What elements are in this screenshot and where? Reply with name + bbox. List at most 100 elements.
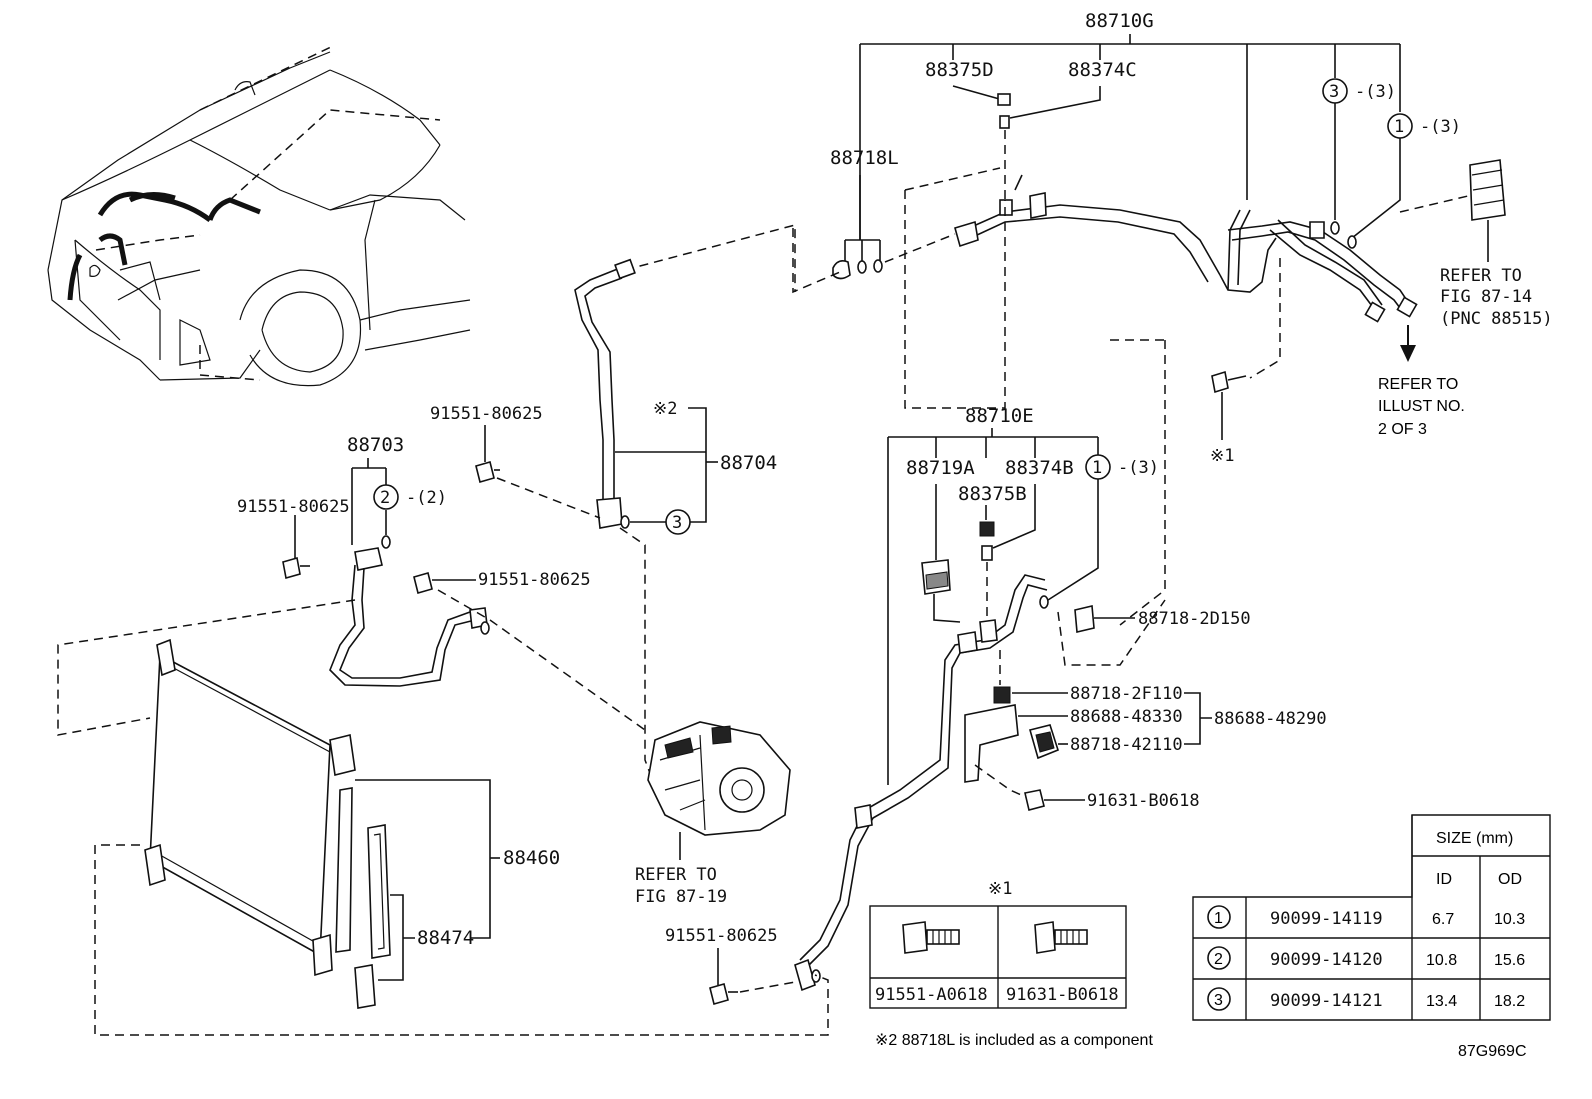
label-88374C: 88374C: [1068, 59, 1137, 81]
compressor: REFER TO FIG 87-19: [635, 721, 791, 907]
bolt-note1: [1211, 370, 1229, 394]
pipe-end-right-b: [1364, 301, 1386, 323]
o-ring-3-mid: [620, 515, 630, 529]
size-table-row: 3 90099-14121 13.4 18.2: [1207, 987, 1525, 1011]
ring-1-top-number: 1: [1394, 117, 1404, 137]
size-row-ref: 1: [1214, 910, 1223, 927]
clamp-88710E: [854, 804, 873, 829]
size-row-id: 10.8: [1426, 952, 1457, 969]
bracket-88710E-a: [957, 631, 978, 654]
size-row-part: 90099-14121: [1270, 991, 1383, 1011]
o-ring-small-a: [857, 260, 867, 274]
cap-88375B: [979, 521, 995, 537]
cap-plug-88474: [354, 964, 376, 1009]
ring-3-top-qty: -(3): [1355, 82, 1396, 102]
label-88688-48330: 88688-48330: [1070, 707, 1183, 727]
bolt-icon-a: [902, 921, 960, 954]
receiver-tank: [335, 787, 353, 953]
bracket-88688-48330: [964, 704, 1019, 783]
bracket-88710G: [1029, 192, 1047, 219]
label-91551-80625-b: 91551-80625: [237, 497, 350, 517]
bolt-91631-B0618: [1024, 789, 1045, 811]
clip-88718-2F110: [993, 686, 1011, 704]
figure-code: 87G969C: [1458, 1043, 1527, 1060]
clip-88718-2D150: [1074, 605, 1095, 633]
label-91551-80625-c: 91551-80625: [478, 570, 591, 590]
cap-88375D: [997, 93, 1011, 106]
o-ring-88703: [480, 621, 490, 635]
hose-88704: ※2 88704 3 91551-80625: [430, 224, 796, 801]
footnote: ※2 88718L is included as a component: [875, 1032, 1153, 1049]
arrow-down-icon: [1400, 345, 1416, 362]
hose-end-88703-top: [354, 547, 383, 571]
note2-mark: ※2: [653, 399, 677, 419]
hose-end-88704-top: [614, 258, 636, 280]
label-88703: 88703: [347, 434, 404, 456]
size-table-row: 1 90099-14119 6.7 10.3: [1207, 905, 1525, 929]
label-88710G: 88710G: [1085, 10, 1154, 32]
refer-fig-87-14-line1: REFER TO: [1440, 266, 1522, 286]
bolt-91551-80625-b: [282, 556, 301, 580]
o-ring-3-top: [1330, 221, 1340, 235]
label-91631-B0618: 91631-B0618: [1087, 791, 1200, 811]
refer-fig-87-19-line2: FIG 87-19: [635, 887, 727, 907]
condenser-core: [149, 653, 331, 957]
size-table-row: 2 90099-14120 10.8 15.6: [1207, 946, 1525, 970]
label-88460: 88460: [503, 847, 560, 869]
ring-callout-2: [373, 484, 399, 510]
label-88718-42110: 88718-42110: [1070, 735, 1183, 755]
label-88688-48290: 88688-48290: [1214, 709, 1327, 729]
size-table-col-id: ID: [1436, 871, 1452, 888]
pipe-end-88710E: [794, 958, 816, 992]
label-88719A: 88719A: [906, 457, 975, 479]
size-table-col-od: OD: [1498, 871, 1522, 888]
refer-fig-87-19-line1: REFER TO: [635, 865, 717, 885]
label-88375D: 88375D: [925, 59, 994, 81]
refer-fig-87-14-line2: FIG 87-14: [1440, 287, 1532, 307]
ring-1-mid-qty: -(3): [1118, 458, 1159, 478]
refer-illust-line3: 2 OF 3: [1378, 421, 1427, 438]
refer-illust-line1: REFER TO: [1378, 376, 1458, 393]
ring-1-mid-number: 1: [1092, 458, 1102, 478]
hose-88703: 88703 2 -(2) 91551-80625 91551-80625: [57, 434, 646, 736]
refer-illust-line2: ILLUST NO.: [1378, 398, 1465, 415]
size-row-id: 6.7: [1432, 911, 1454, 928]
label-88718-2D150: 88718-2D150: [1138, 609, 1251, 629]
ring-2-number: 2: [380, 488, 390, 508]
o-ring-1-top: [1347, 235, 1357, 249]
ring-3-top-number: 3: [1329, 82, 1339, 102]
label-88704: 88704: [720, 452, 777, 474]
pipe-end-right-a: [1396, 296, 1418, 318]
o-ring-size-table: SIZE (mm) ID OD 1 90099-14119 6.7 10.3 2…: [1192, 814, 1551, 1021]
o-ring-2: [381, 535, 391, 549]
desiccant-88474: [367, 824, 391, 959]
assembly-88710G: 88710G 88375D 88374C 88718L: [792, 10, 1553, 626]
hose-end-88704-bottom: [596, 497, 623, 529]
o-ring-small-b: [873, 259, 883, 273]
label-91551-80625-d: 91551-80625: [665, 926, 778, 946]
bolt-91551-80625-d: [709, 983, 729, 1005]
ring-callout-3-top: [1322, 78, 1348, 104]
label-88718-2F110: 88718-2F110: [1070, 684, 1183, 704]
size-row-part: 90099-14120: [1270, 950, 1383, 970]
size-row-ref: 2: [1214, 951, 1223, 968]
ring-callout-1-top: [1387, 113, 1413, 139]
valve-core-88374B: [981, 545, 993, 561]
label-91551-80625-a: 91551-80625: [430, 404, 543, 424]
ring-1-top-qty: -(3): [1420, 117, 1461, 137]
label-88718L: 88718L: [830, 147, 899, 169]
size-row-id: 13.4: [1426, 993, 1457, 1010]
bolt-group-bottom: 91551-80625: [665, 926, 796, 1005]
label-88710E: 88710E: [965, 405, 1034, 427]
bolt-table-title: ※1: [988, 879, 1012, 899]
label-88474: 88474: [417, 927, 474, 949]
size-row-part: 90099-14119: [1270, 909, 1383, 929]
bolt-table-b-part: 91631-B0618: [1006, 985, 1119, 1005]
size-row-od: 10.3: [1494, 911, 1525, 928]
bracket-88710G-b: [1309, 221, 1325, 239]
valve-core-88374C: [999, 115, 1010, 129]
service-port-88710E: [979, 619, 998, 643]
condenser-88460: 88460 88474: [94, 638, 829, 1036]
service-port-88710G: [999, 199, 1013, 216]
bolt-table-a-part: 91551-A0618: [875, 985, 988, 1005]
